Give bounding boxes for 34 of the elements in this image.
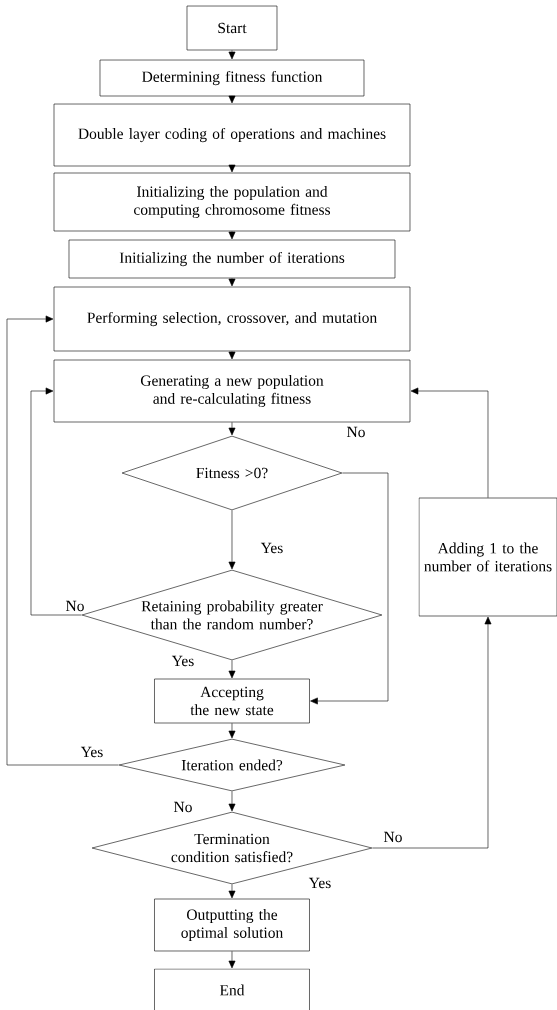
process-box: Outputting the optimal solution <box>154 898 310 952</box>
edge-label: No <box>172 800 194 814</box>
process-box: End <box>154 968 310 1010</box>
arrow <box>228 351 236 360</box>
arrow <box>228 660 236 679</box>
arrow <box>228 50 236 60</box>
arrow <box>228 164 236 173</box>
process-box: Determining fitness function <box>99 59 365 97</box>
process-box: Adding 1 to the number of iterations <box>418 497 557 617</box>
arrow <box>310 472 389 705</box>
arrow <box>30 387 82 616</box>
process-box: Performing selection, crossover, and mutation <box>53 286 411 352</box>
arrow <box>6 315 119 766</box>
arrow <box>228 231 236 240</box>
process-box: Initializing the population and computing chromosome fitness <box>53 172 411 232</box>
process-box: Accepting the new state <box>154 678 310 724</box>
arrow <box>228 723 236 739</box>
edge-label: No <box>382 830 404 844</box>
arrow <box>228 422 236 436</box>
arrow <box>228 791 236 812</box>
arrow <box>228 510 236 570</box>
arrow <box>228 884 236 899</box>
process-box: Generating a new population and re-calculating fitness <box>53 359 411 423</box>
edge-label: Yes <box>259 541 285 555</box>
arrow <box>228 951 236 969</box>
arrow <box>372 616 492 849</box>
process-box: Start <box>186 5 278 51</box>
process-box: Double layer coding of operations and machines <box>53 103 411 167</box>
edge-label: Yes <box>79 745 105 759</box>
arrow <box>228 278 236 287</box>
edge-label: No <box>345 425 367 439</box>
process-box: Initializing the number of iterations <box>68 239 396 279</box>
arrow <box>228 95 236 104</box>
arrow <box>410 387 489 498</box>
